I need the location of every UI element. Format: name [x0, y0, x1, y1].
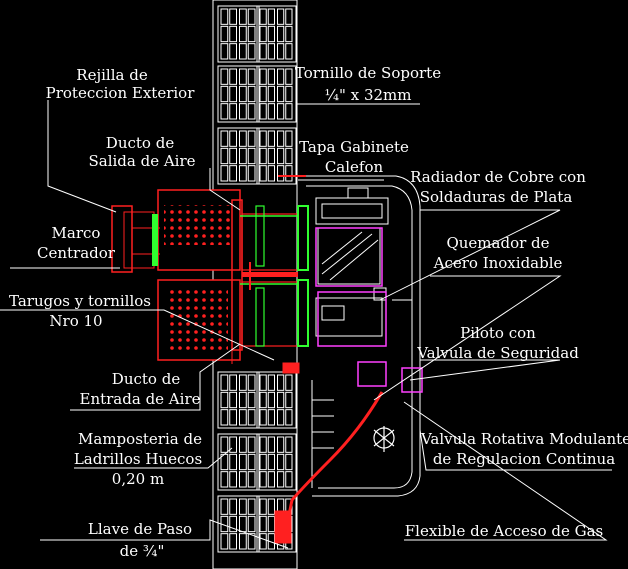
callout-labels: Rejilla de Proteccion Exterior Ducto de … [9, 64, 628, 560]
label-tarugos-line1: Tarugos y tornillos [9, 292, 151, 310]
gas-pipe [274, 175, 384, 544]
label-mamposteria-line3: 0,20 m [112, 470, 164, 488]
label-quemador-line1: Quemador de [446, 234, 549, 252]
label-ducto-salida-line2: Salida de Aire [88, 152, 195, 170]
label-piloto-line1: Piloto con [460, 324, 536, 342]
label-marco-line1: Marco [52, 224, 101, 242]
label-radiador-line2: Soldaduras de Plata [420, 188, 573, 206]
leader-lines [0, 100, 612, 549]
label-mamposteria-line2: Ladrillos Huecos [74, 450, 202, 468]
burner-assembly [315, 227, 423, 393]
brand-logo [373, 426, 395, 452]
label-tapa-line1: Tapa Gabinete [299, 138, 409, 156]
air-duct-assembly [111, 189, 309, 364]
brick-wall [212, 0, 298, 569]
label-llave-line1: Llave de Paso [88, 520, 192, 538]
label-ducto-entrada-line2: Entrada de Aire [80, 390, 201, 408]
label-valvula-line1: Valvula Rotativa Modulante [420, 430, 628, 448]
label-rejilla-line1: Rejilla de [76, 66, 148, 84]
label-llave-line2: de ¾" [120, 542, 165, 560]
heater-cabinet [300, 175, 421, 497]
label-tapa-line2: Calefon [325, 158, 384, 176]
label-quemador-line2: Acero Inoxidable [433, 254, 563, 272]
label-rejilla-line2: Proteccion Exterior [46, 84, 196, 102]
label-flexible: Flexible de Acceso de Gas [405, 522, 604, 540]
label-mamposteria-line1: Mamposteria de [78, 430, 202, 448]
label-tarugos-line2: Nro 10 [49, 312, 102, 330]
label-ducto-entrada-line1: Ducto de [112, 370, 181, 388]
label-radiador-line1: Radiador de Cobre con [410, 168, 586, 186]
label-tornillo-line1: Tornillo de Soporte [295, 64, 441, 82]
label-ducto-salida-line1: Ducto de [106, 134, 175, 152]
label-piloto-line2: Valvula de Seguridad [416, 344, 579, 362]
label-marco-line2: Centrador [37, 244, 116, 262]
label-valvula-line2: de Regulacion Continua [433, 450, 615, 468]
label-tornillo-line2: ¼" x 32mm [325, 86, 412, 104]
